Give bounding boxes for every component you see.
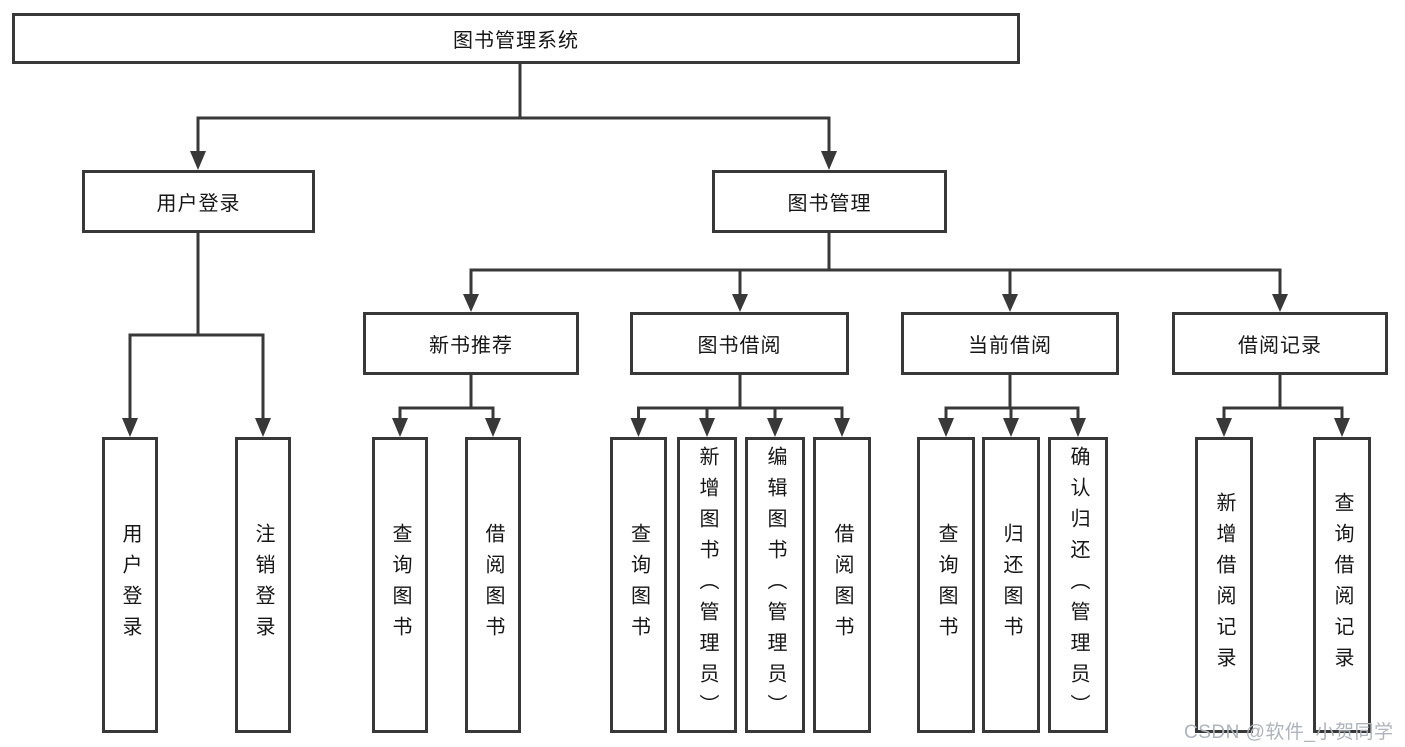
- leaf-query-book-current: 查询图书: [917, 437, 975, 733]
- leaf-query-book-recommend-label: 查询图书: [389, 523, 411, 647]
- leaf-return-book-label: 归还图书: [1000, 523, 1022, 647]
- leaf-query-book-recommend: 查询图书: [372, 437, 428, 733]
- leaf-query-borrow-record: 查询借阅记录: [1313, 437, 1371, 733]
- leaf-edit-book-admin: 编辑图书（管理员）: [745, 437, 805, 733]
- leaf-borrow-book-recommend-label: 借阅图书: [482, 523, 504, 647]
- leaf-add-book-admin: 新增图书（管理员）: [677, 437, 737, 733]
- leaf-user-login: 用户登录: [102, 437, 158, 733]
- node-root: 图书管理系统: [12, 13, 1020, 64]
- leaf-query-book-current-label: 查询图书: [935, 523, 957, 647]
- leaf-logout: 注销登录: [235, 437, 291, 733]
- leaf-add-borrow-record-label: 新增借阅记录: [1213, 492, 1235, 678]
- leaf-confirm-return-admin: 确认归还（管理员）: [1048, 437, 1108, 733]
- node-current-borrow: 当前借阅: [901, 312, 1119, 375]
- leaf-logout-label: 注销登录: [252, 523, 274, 647]
- leaf-add-borrow-record: 新增借阅记录: [1195, 437, 1253, 733]
- leaf-query-book-borrow-label: 查询图书: [627, 523, 650, 647]
- node-book-management: 图书管理: [712, 170, 947, 233]
- leaf-query-book-borrow: 查询图书: [610, 437, 667, 733]
- leaf-edit-book-admin-label: 编辑图书（管理员）: [764, 445, 786, 725]
- leaf-confirm-return-admin-label: 确认归还（管理员）: [1067, 445, 1089, 725]
- leaf-query-borrow-record-label: 查询借阅记录: [1331, 492, 1353, 678]
- leaf-user-login-label: 用户登录: [119, 523, 141, 647]
- node-user-login: 用户登录: [82, 170, 315, 233]
- leaf-borrow-book-label: 借阅图书: [831, 523, 853, 647]
- leaf-borrow-book: 借阅图书: [813, 437, 871, 733]
- leaf-return-book: 归还图书: [982, 437, 1040, 733]
- leaf-add-book-admin-label: 新增图书（管理员）: [696, 445, 718, 725]
- csdn-watermark: CSDN @软件_小贺同学: [1184, 722, 1394, 743]
- leaf-borrow-book-recommend: 借阅图书: [465, 437, 521, 733]
- node-new-book-recommend: 新书推荐: [363, 312, 579, 375]
- node-book-borrow: 图书借阅: [630, 312, 849, 375]
- node-borrow-record: 借阅记录: [1172, 312, 1388, 375]
